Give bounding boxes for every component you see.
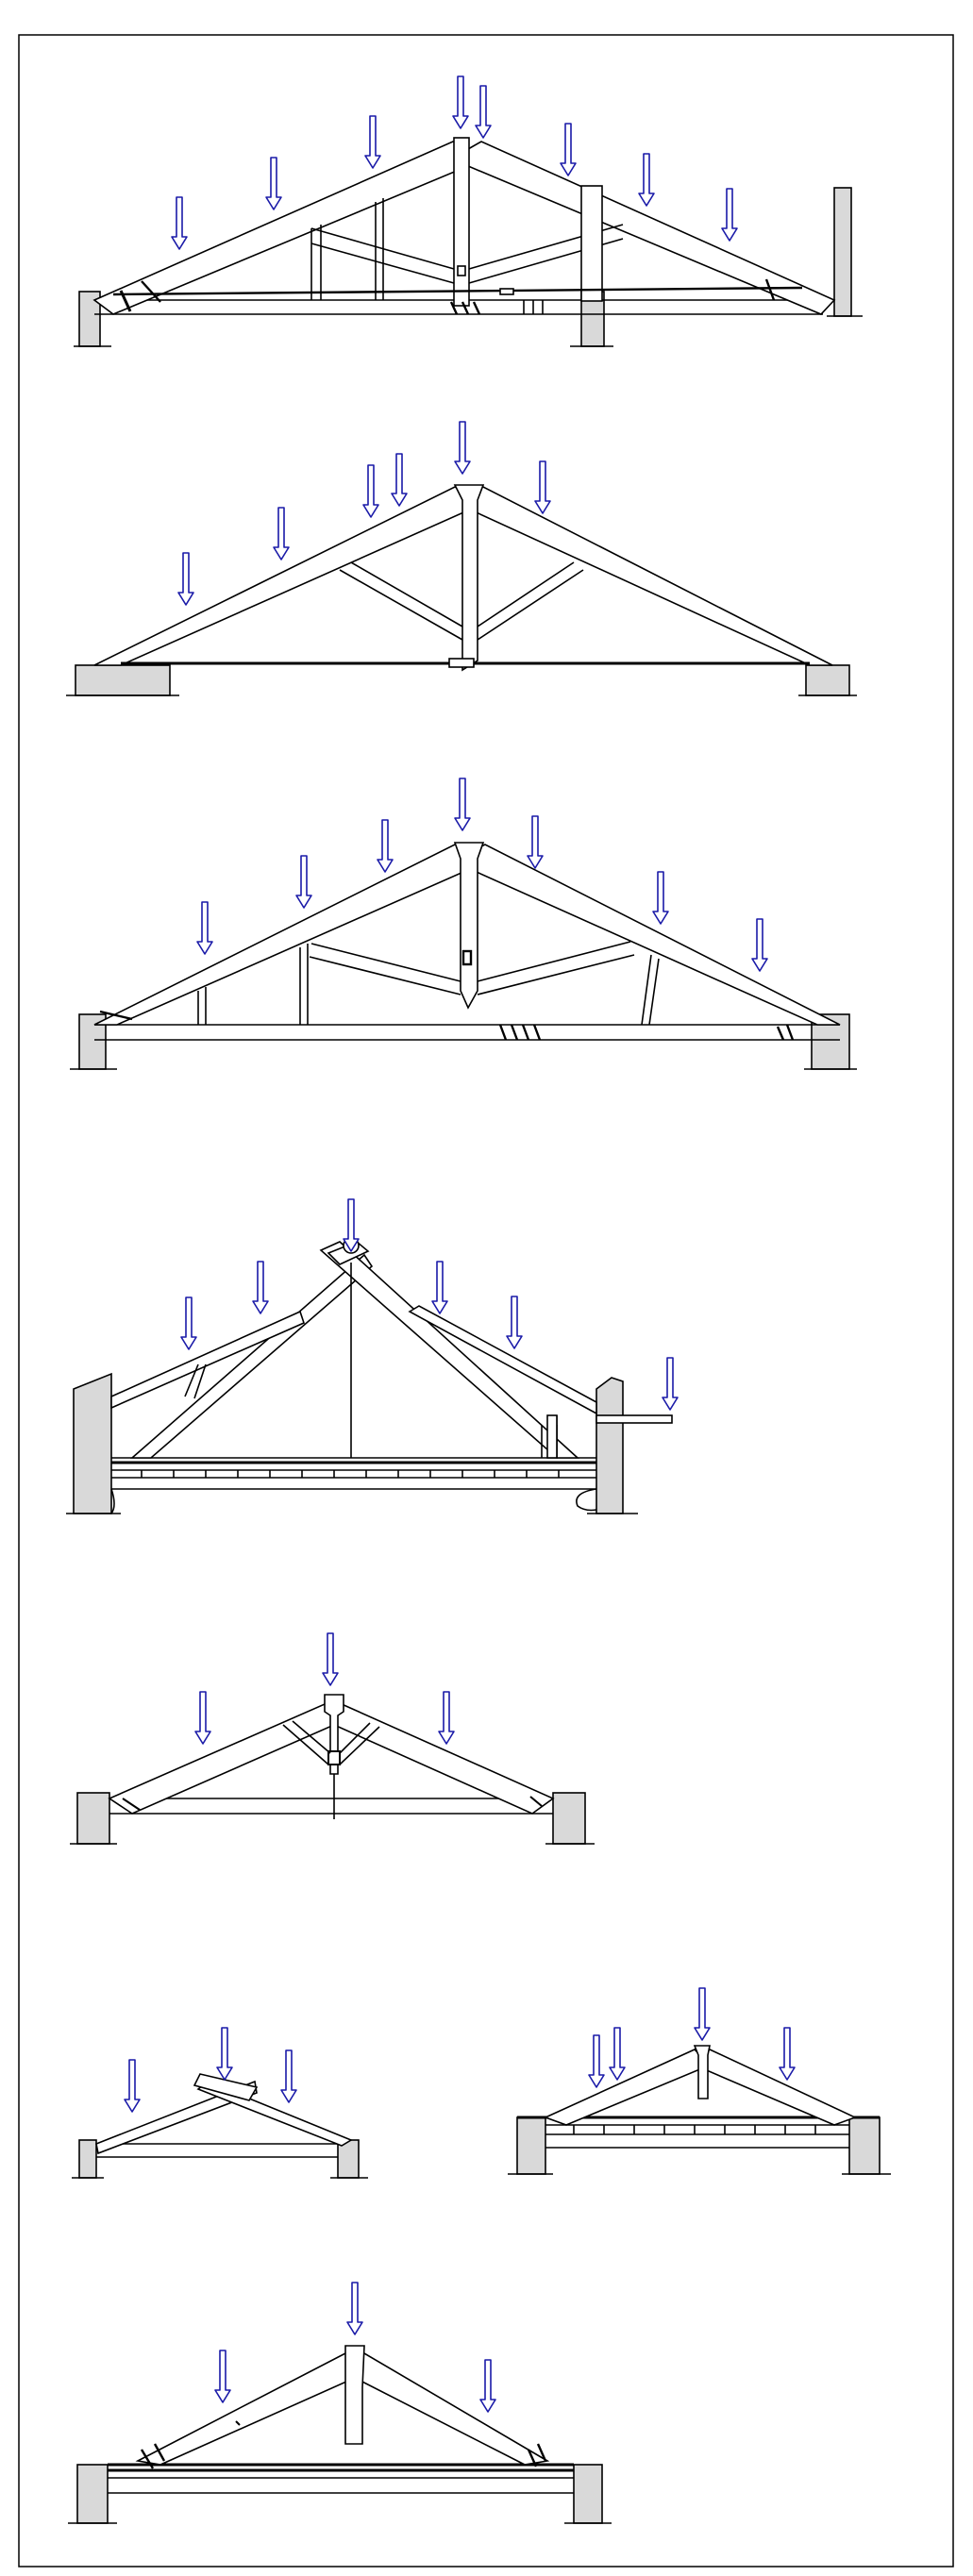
down-arrow-icon xyxy=(431,1261,448,1314)
masonry-wall-icon xyxy=(75,664,171,696)
truss-6b xyxy=(508,2045,891,2175)
down-arrow-icon xyxy=(180,1296,197,1350)
truss-6a xyxy=(72,2073,368,2179)
down-arrow-icon xyxy=(534,460,551,514)
down-arrow-icon xyxy=(588,2034,605,2088)
down-arrow-icon xyxy=(479,2359,496,2413)
down-arrow-icon xyxy=(779,2027,796,2081)
down-arrow-icon xyxy=(506,1296,523,1349)
down-arrow-icon xyxy=(560,123,577,176)
down-arrow-icon xyxy=(475,85,492,139)
masonry-wall-icon xyxy=(516,2116,546,2175)
truss-7 xyxy=(68,2345,612,2524)
truss-4-loads xyxy=(180,1198,679,1411)
down-arrow-icon xyxy=(391,453,408,507)
down-arrow-icon xyxy=(124,2059,141,2113)
masonry-wall-icon xyxy=(73,1372,112,1514)
down-arrow-icon xyxy=(694,1987,711,2041)
down-arrow-icon xyxy=(171,196,188,250)
masonry-wall-icon xyxy=(805,664,850,696)
down-arrow-icon xyxy=(273,507,290,560)
masonry-wall-icon xyxy=(573,2464,603,2524)
down-arrow-icon xyxy=(214,2350,231,2403)
down-arrow-icon xyxy=(454,778,471,831)
down-arrow-icon xyxy=(343,1198,360,1252)
down-arrow-icon xyxy=(280,2049,297,2103)
down-arrow-icon xyxy=(265,157,282,210)
down-arrow-icon xyxy=(652,871,669,925)
down-arrow-icon xyxy=(177,552,194,606)
down-arrow-icon xyxy=(295,855,312,909)
masonry-wall-icon xyxy=(76,1792,110,1845)
down-arrow-icon xyxy=(454,421,471,475)
sheet-border xyxy=(18,34,954,2568)
down-arrow-icon xyxy=(364,115,381,169)
down-arrow-icon xyxy=(662,1357,679,1411)
down-arrow-icon xyxy=(638,153,655,207)
truss-5 xyxy=(70,1694,595,1845)
down-arrow-icon xyxy=(452,75,469,129)
down-arrow-icon xyxy=(438,1691,455,1745)
down-arrow-icon xyxy=(362,464,379,518)
down-arrow-icon xyxy=(194,1691,211,1745)
masonry-wall-icon xyxy=(596,1377,624,1514)
down-arrow-icon xyxy=(751,918,768,972)
masonry-wall-icon xyxy=(76,2464,109,2524)
truss-2 xyxy=(66,484,857,696)
down-arrow-icon xyxy=(196,901,213,955)
masonry-wall-icon xyxy=(78,2139,97,2179)
down-arrow-icon xyxy=(322,1632,339,1686)
down-arrow-icon xyxy=(721,188,738,242)
down-arrow-icon xyxy=(527,815,544,869)
down-arrow-icon xyxy=(609,2027,626,2081)
down-arrow-icon xyxy=(216,2027,233,2081)
masonry-wall-icon xyxy=(848,2116,881,2175)
down-arrow-icon xyxy=(252,1261,269,1314)
truss-3 xyxy=(70,842,857,1070)
masonry-wall-icon xyxy=(833,187,852,317)
down-arrow-icon xyxy=(377,819,394,873)
truss-4 xyxy=(66,1237,673,1514)
masonry-wall-icon xyxy=(552,1792,586,1845)
down-arrow-icon xyxy=(346,2282,363,2335)
truss-1 xyxy=(74,137,863,347)
